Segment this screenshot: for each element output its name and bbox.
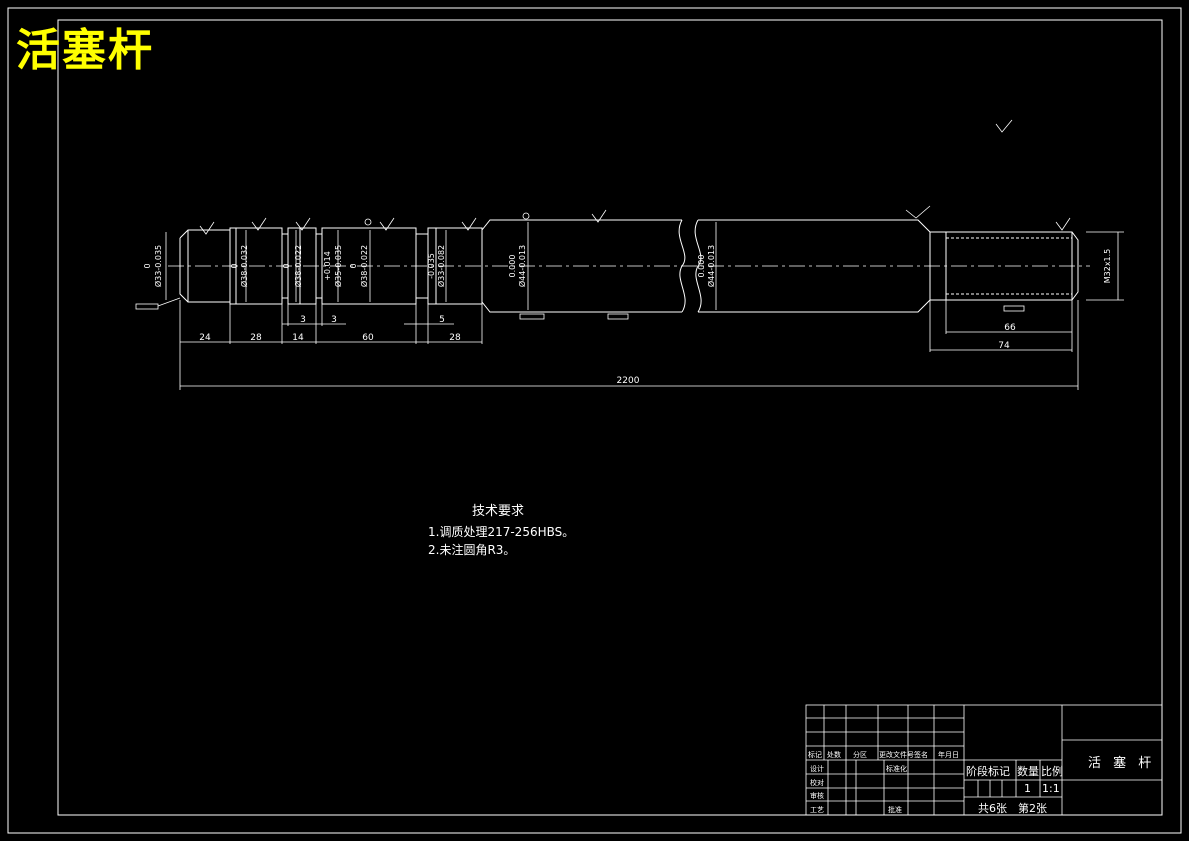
dim-14: 14	[292, 333, 304, 343]
tb-part-name: 活 塞 杆	[1088, 756, 1156, 771]
technical-requirements: 技术要求 1.调质处理217-256HBS。 2.未注圆角R3。	[428, 500, 574, 559]
dim-74: 74	[998, 341, 1010, 351]
thread-label: M32x1.5	[1103, 249, 1112, 284]
roughness-symbols	[135, 119, 1071, 320]
tb-label-count: 处数	[827, 751, 841, 759]
d2-upper: 0	[230, 263, 239, 268]
dim-total: 2200	[617, 376, 640, 386]
dim-5: 5	[439, 315, 445, 325]
d4-lower: Ø35-0.035	[333, 245, 343, 287]
dim-3a: 3	[300, 315, 306, 325]
tb-stage-mark: 阶段标记	[966, 765, 1010, 778]
dimension-texts: 24 28 14 3 3 60 5 28 66 74 2200	[199, 315, 1016, 386]
tb-sheet-no: 第2张	[1018, 802, 1047, 815]
dim-3b: 3	[331, 315, 337, 325]
dim-28b: 28	[449, 333, 461, 343]
d2-lower: Ø38-0.032	[239, 245, 249, 287]
drawing-title: 活塞杆	[16, 25, 154, 76]
d8-lower: Ø44-0.013	[706, 245, 716, 287]
dim-28a: 28	[250, 333, 262, 343]
tech-req-item-1: 1.调质处理217-256HBS。	[428, 525, 575, 539]
diameter-texts: 0 Ø33-0.035 0 Ø38-0.032 0 Ø38-0.022 +0.0…	[143, 245, 1112, 287]
tb-quantity-value: 1	[1024, 782, 1031, 795]
d1-upper: 0	[143, 263, 152, 268]
tb-label-sign: 签名	[914, 751, 928, 759]
tb-checker: 校对	[810, 779, 824, 787]
dim-66: 66	[1004, 323, 1016, 333]
tech-req-heading: 技术要求	[472, 504, 525, 519]
d6-lower: Ø33-0.082	[436, 245, 446, 287]
tb-label-zone: 分区	[853, 751, 867, 759]
tb-label-change-doc: 更改文件号	[879, 751, 914, 759]
tb-label-mark: 标记	[808, 751, 822, 759]
title-block-grid	[805, 704, 1163, 816]
tb-approve: 批准	[888, 806, 902, 814]
d3-upper: 0	[282, 263, 291, 268]
tb-scale-value: 1:1	[1042, 782, 1060, 795]
tb-process: 工艺	[810, 806, 824, 814]
tb-sheets-total: 共6张	[978, 802, 1007, 815]
shaft-outline	[179, 219, 1079, 313]
d6-upper: -0.035	[427, 253, 436, 279]
tb-designer: 设计	[810, 765, 824, 773]
d7-lower: Ø44-0.013	[517, 245, 527, 287]
d5-lower: Ø38-0.022	[359, 245, 369, 287]
dimension-lines	[165, 222, 1124, 390]
tb-standardization: 标准化	[886, 765, 907, 773]
d1-lower: Ø33-0.035	[153, 245, 163, 287]
d7-upper: 0.000	[508, 255, 517, 278]
tech-req-item-2: 2.未注圆角R3。	[428, 543, 516, 557]
d3-lower: Ø38-0.022	[293, 245, 303, 287]
inner-border	[57, 19, 1163, 816]
tb-scale-label: 比例	[1041, 765, 1063, 778]
tb-quantity-label: 数量	[1017, 765, 1039, 778]
d4-upper: +0.014	[323, 251, 332, 281]
dim-60: 60	[362, 333, 374, 343]
d8-upper: 0.000	[697, 255, 706, 278]
tb-label-date: 年月日	[938, 751, 959, 759]
dim-24: 24	[199, 333, 211, 343]
tb-reviewer: 审核	[810, 792, 824, 800]
outer-border	[7, 7, 1182, 834]
d5-upper: 0	[349, 263, 358, 268]
